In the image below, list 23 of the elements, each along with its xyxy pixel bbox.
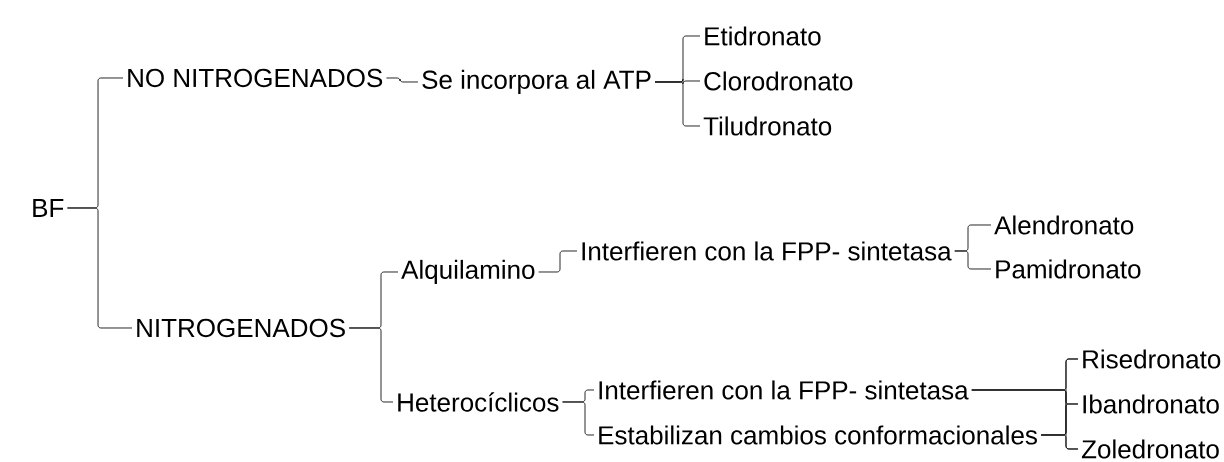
- category-label: Alendronato: [994, 215, 1134, 235]
- category-label: Etidronato: [705, 26, 821, 46]
- bracket-connector: [654, 81, 701, 127]
- category-label: Se incorpora al ATP: [422, 69, 651, 95]
- bracket-connector: [954, 250, 992, 270]
- category-label: Clorodronato: [704, 71, 853, 91]
- category-label: Interfieren con la FPP- sintetasa: [582, 241, 952, 261]
- category-label: Alquilamino: [401, 259, 535, 285]
- category-label: Estabilizan cambios conformacionales: [599, 425, 1037, 445]
- bracket-connector: [538, 250, 578, 273]
- category-label: Tiludronato: [703, 116, 832, 136]
- category-label: NO NITROGENADOS: [128, 68, 383, 88]
- category-label: Zoledronato: [1081, 439, 1219, 459]
- category-label: BF: [33, 199, 64, 217]
- category-label: Interfieren con la FPP- sintetasa: [599, 380, 969, 400]
- category-label: NITROGENADOS: [137, 318, 345, 338]
- category-label: Risedronato: [1083, 349, 1221, 369]
- bracket-connector: [386, 77, 419, 83]
- bracket-connector: [67, 207, 133, 329]
- category-label: Pamidronato: [996, 259, 1141, 279]
- category-label: Ibandronato: [1083, 394, 1219, 414]
- bracket-connector: [1040, 434, 1079, 450]
- category-label: Heterocíclicos: [398, 392, 559, 412]
